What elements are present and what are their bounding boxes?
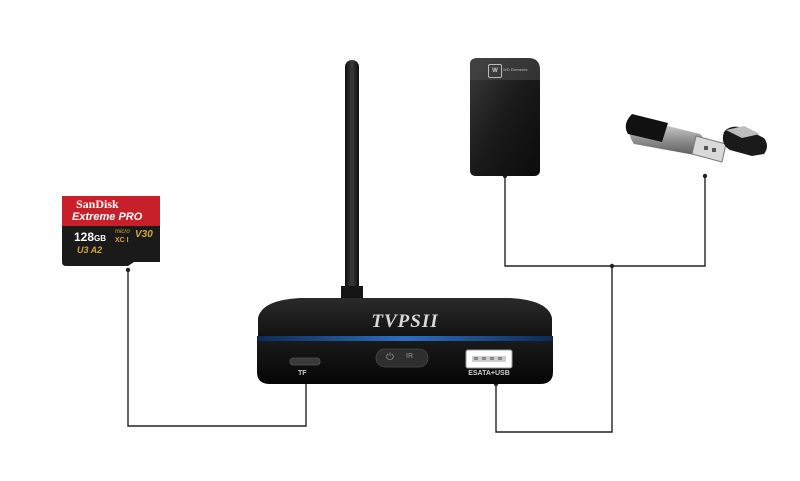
sd-card-image xyxy=(62,196,160,266)
tf-connector-line xyxy=(127,270,307,427)
usb-flash-drive-image xyxy=(625,114,767,163)
peripheral-connector-line xyxy=(504,176,706,267)
sd-brand-label: SanDisk xyxy=(76,197,119,211)
sd-video-class: V30 xyxy=(135,229,153,240)
sd-capacity-unit: GB xyxy=(94,234,107,243)
power-icon: ⏻ xyxy=(386,352,394,363)
tf-port-label: TF xyxy=(298,370,307,377)
external-hdd-image xyxy=(470,58,540,176)
connector-lines xyxy=(127,176,706,433)
hdd-logo-mark: W xyxy=(488,64,502,78)
usb-connector-line xyxy=(495,266,613,433)
antenna-image xyxy=(341,60,363,306)
sd-class-marks: U3 A2 xyxy=(77,245,103,255)
sd-micro-mark: micro xyxy=(115,229,130,235)
power-ir-panel xyxy=(375,348,429,368)
device-logo: TVPSII xyxy=(371,311,439,332)
sd-xc-mark: XC I xyxy=(115,237,129,244)
ir-icon: IR xyxy=(406,353,413,360)
sd-line-label: Extreme PRO xyxy=(72,211,143,223)
esata-usb-port-label: ESATA+USB xyxy=(468,370,510,377)
sd-capacity-number: 128 xyxy=(74,230,95,244)
hdd-logo-text: WD Elements xyxy=(503,67,528,72)
sd-capacity-label: 128GB xyxy=(74,230,106,244)
tf-slot xyxy=(289,357,321,366)
tv-box-image xyxy=(257,298,553,384)
